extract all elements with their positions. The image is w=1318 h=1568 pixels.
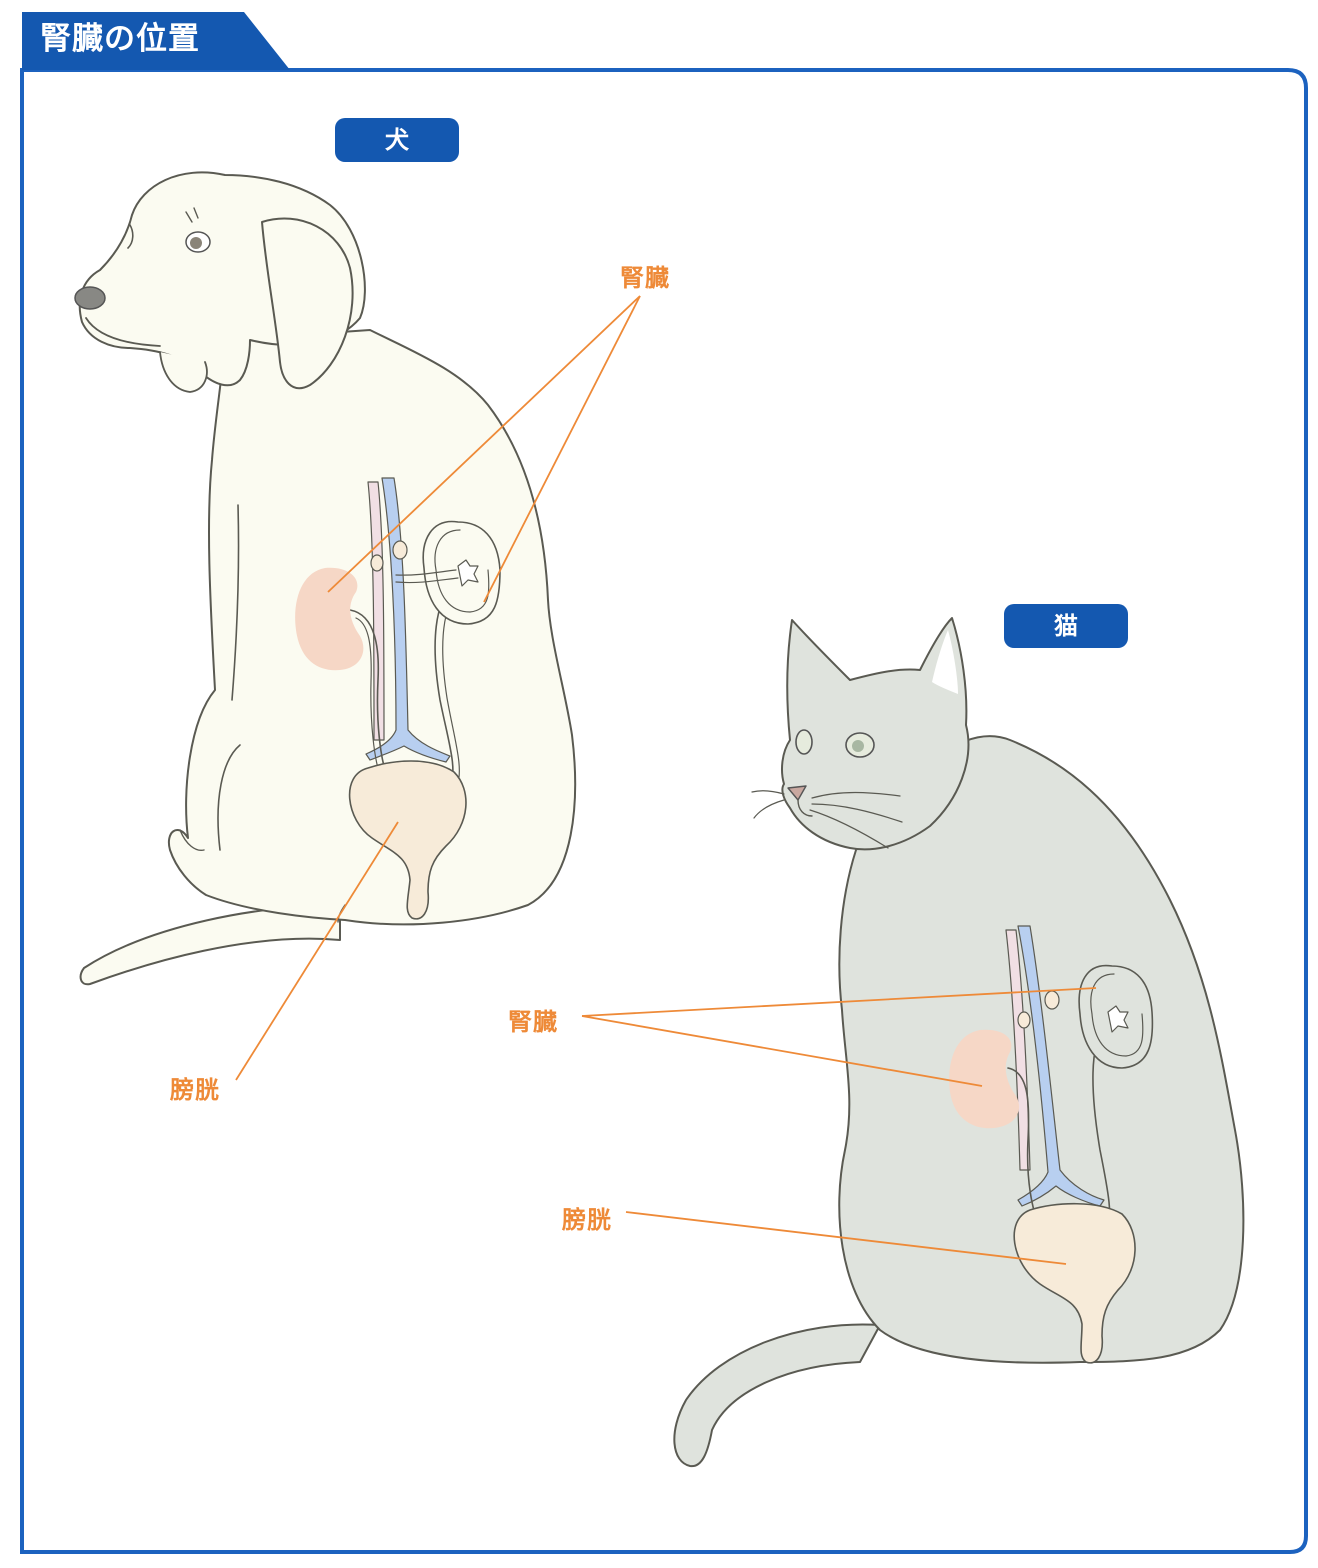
cat-bladder-label: 膀胱: [562, 1206, 612, 1234]
title-tab-shape: [22, 12, 290, 70]
dog-kidney-label: 腎臓: [620, 264, 670, 292]
cat-adrenal-near: [1017, 1011, 1031, 1029]
cat-head: [781, 617, 970, 851]
page-title: 腎臓の位置: [40, 21, 200, 57]
cat-kidney-leader-far: [581, 987, 1097, 1017]
dog-renal-vessels: [395, 569, 459, 584]
dog-nose: [74, 286, 106, 310]
cat-nose: [787, 785, 807, 801]
dog-tail: [79, 904, 341, 986]
cat-tail: [673, 1323, 881, 1468]
dog-adrenal-left: [370, 554, 384, 572]
cat-adrenal-far: [1044, 990, 1060, 1010]
dog-pupil: [190, 237, 202, 249]
cat-bladder-leader: [625, 1211, 1067, 1265]
cat-badge: 猫: [1004, 604, 1128, 648]
dog-kidney-near: [295, 567, 364, 671]
cat-kidney-label: 腎臓: [508, 1008, 558, 1036]
dog-bladder: [348, 760, 467, 920]
dog-jowl: [159, 351, 208, 393]
dog-paw: [179, 829, 205, 852]
dog-badge: 犬: [335, 118, 459, 162]
dog-front-leg: [231, 504, 240, 701]
dog-brow: [185, 207, 199, 223]
dog-illustration: [74, 171, 577, 986]
cat-urinary-system: [949, 925, 1154, 1364]
cat-bladder: [1013, 1202, 1136, 1364]
cat-kidney-far-inner: [1090, 973, 1144, 1057]
cat-kidney-near: [949, 1029, 1020, 1129]
dog-kidney-leader-far: [483, 295, 641, 603]
dog-adrenal-right: [392, 540, 408, 560]
dog-ureter-left: [349, 609, 389, 779]
dog-mouth: [85, 317, 161, 347]
cat-eye-far: [795, 729, 813, 755]
dog-bladder-label: 膀胱: [170, 1076, 220, 1104]
cat-renal-pelvis: [1107, 1005, 1129, 1033]
dog-kidney-leader-near: [327, 295, 641, 593]
leader-lines: [235, 295, 1097, 1265]
cat-inner-ear: [932, 630, 958, 694]
dog-aorta: [367, 481, 385, 741]
dog-hip-line: [217, 744, 241, 851]
dog-bladder-leader: [235, 821, 399, 1081]
dog-ureter-left-inner: [355, 617, 382, 779]
dog-ear: [261, 217, 354, 390]
dog-badge-label: 犬: [385, 126, 409, 154]
dog-kidney-far-inner: [434, 529, 490, 613]
frame-border: [20, 68, 1308, 1554]
cat-whiskers: [751, 790, 903, 849]
dog-renal-pelvis: [457, 559, 479, 587]
cat-mouth: [797, 799, 813, 817]
frame: [20, 12, 1308, 1554]
dog-vena-cava: [365, 477, 451, 763]
cat-pupil-near: [852, 740, 864, 752]
cat-kidney-leader-near: [581, 1015, 983, 1087]
dog-urinary-system: [295, 477, 501, 920]
cat-vessel-blue: [1017, 925, 1105, 1207]
cat-badge-label: 猫: [1054, 612, 1078, 640]
cat-illustration: [673, 617, 1245, 1468]
dog-eye2: [127, 224, 134, 249]
